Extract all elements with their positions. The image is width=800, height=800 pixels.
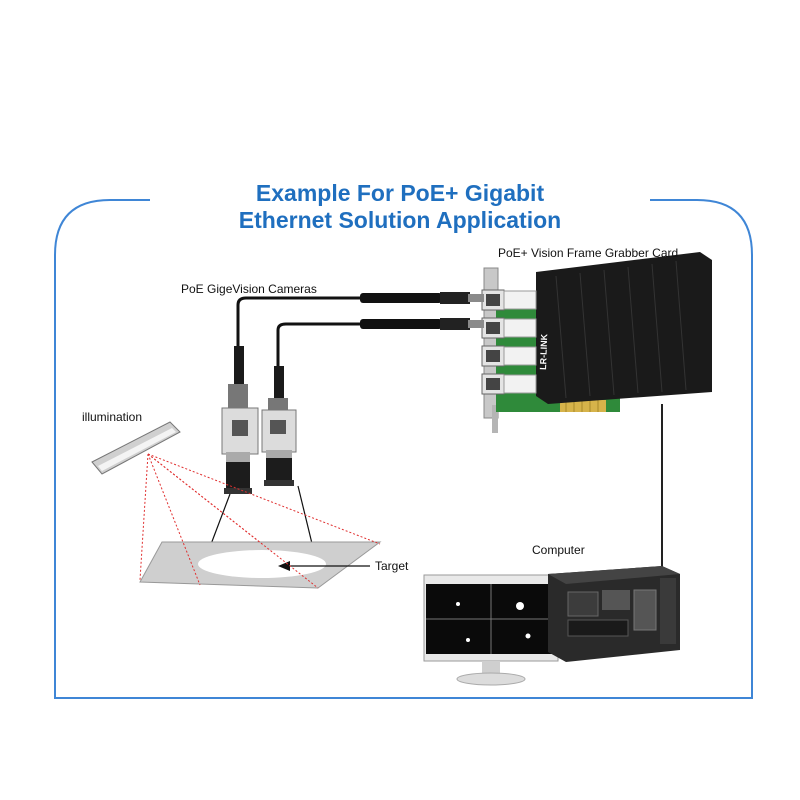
light-rays — [139, 453, 381, 589]
heatsink — [536, 252, 712, 404]
frame-grabber-card: LR-LINK — [481, 252, 712, 433]
target-plane — [139, 541, 382, 589]
pcie-connector — [560, 400, 606, 412]
monitor — [423, 574, 559, 686]
frame-border — [54, 199, 753, 699]
rj45-port-3 — [481, 345, 537, 367]
diagram-title-line-1: Example For PoE+ Gigabit — [150, 180, 650, 207]
illumination-bar — [91, 421, 181, 475]
computer-case — [548, 566, 680, 662]
ethernet-cable-2 — [276, 318, 484, 370]
computer-label: Computer — [532, 543, 585, 557]
diagram-title-line-2: Ethernet Solution Application — [150, 207, 650, 234]
illumination-label: illumination — [82, 410, 143, 424]
rj45-port-2 — [481, 317, 537, 339]
camera-1 — [221, 346, 259, 494]
cameras-label: PoE GigeVision Cameras — [181, 282, 317, 296]
camera-2 — [261, 366, 297, 486]
rj45-port-1 — [481, 289, 537, 311]
frame-grabber-label: PoE+ Vision Frame Grabber Card — [498, 246, 679, 260]
card-brand-text: LR-LINK — [538, 333, 549, 370]
ethernet-cable-1 — [236, 292, 484, 350]
target-label: Target — [375, 559, 409, 573]
rj45-port-4 — [481, 373, 537, 395]
